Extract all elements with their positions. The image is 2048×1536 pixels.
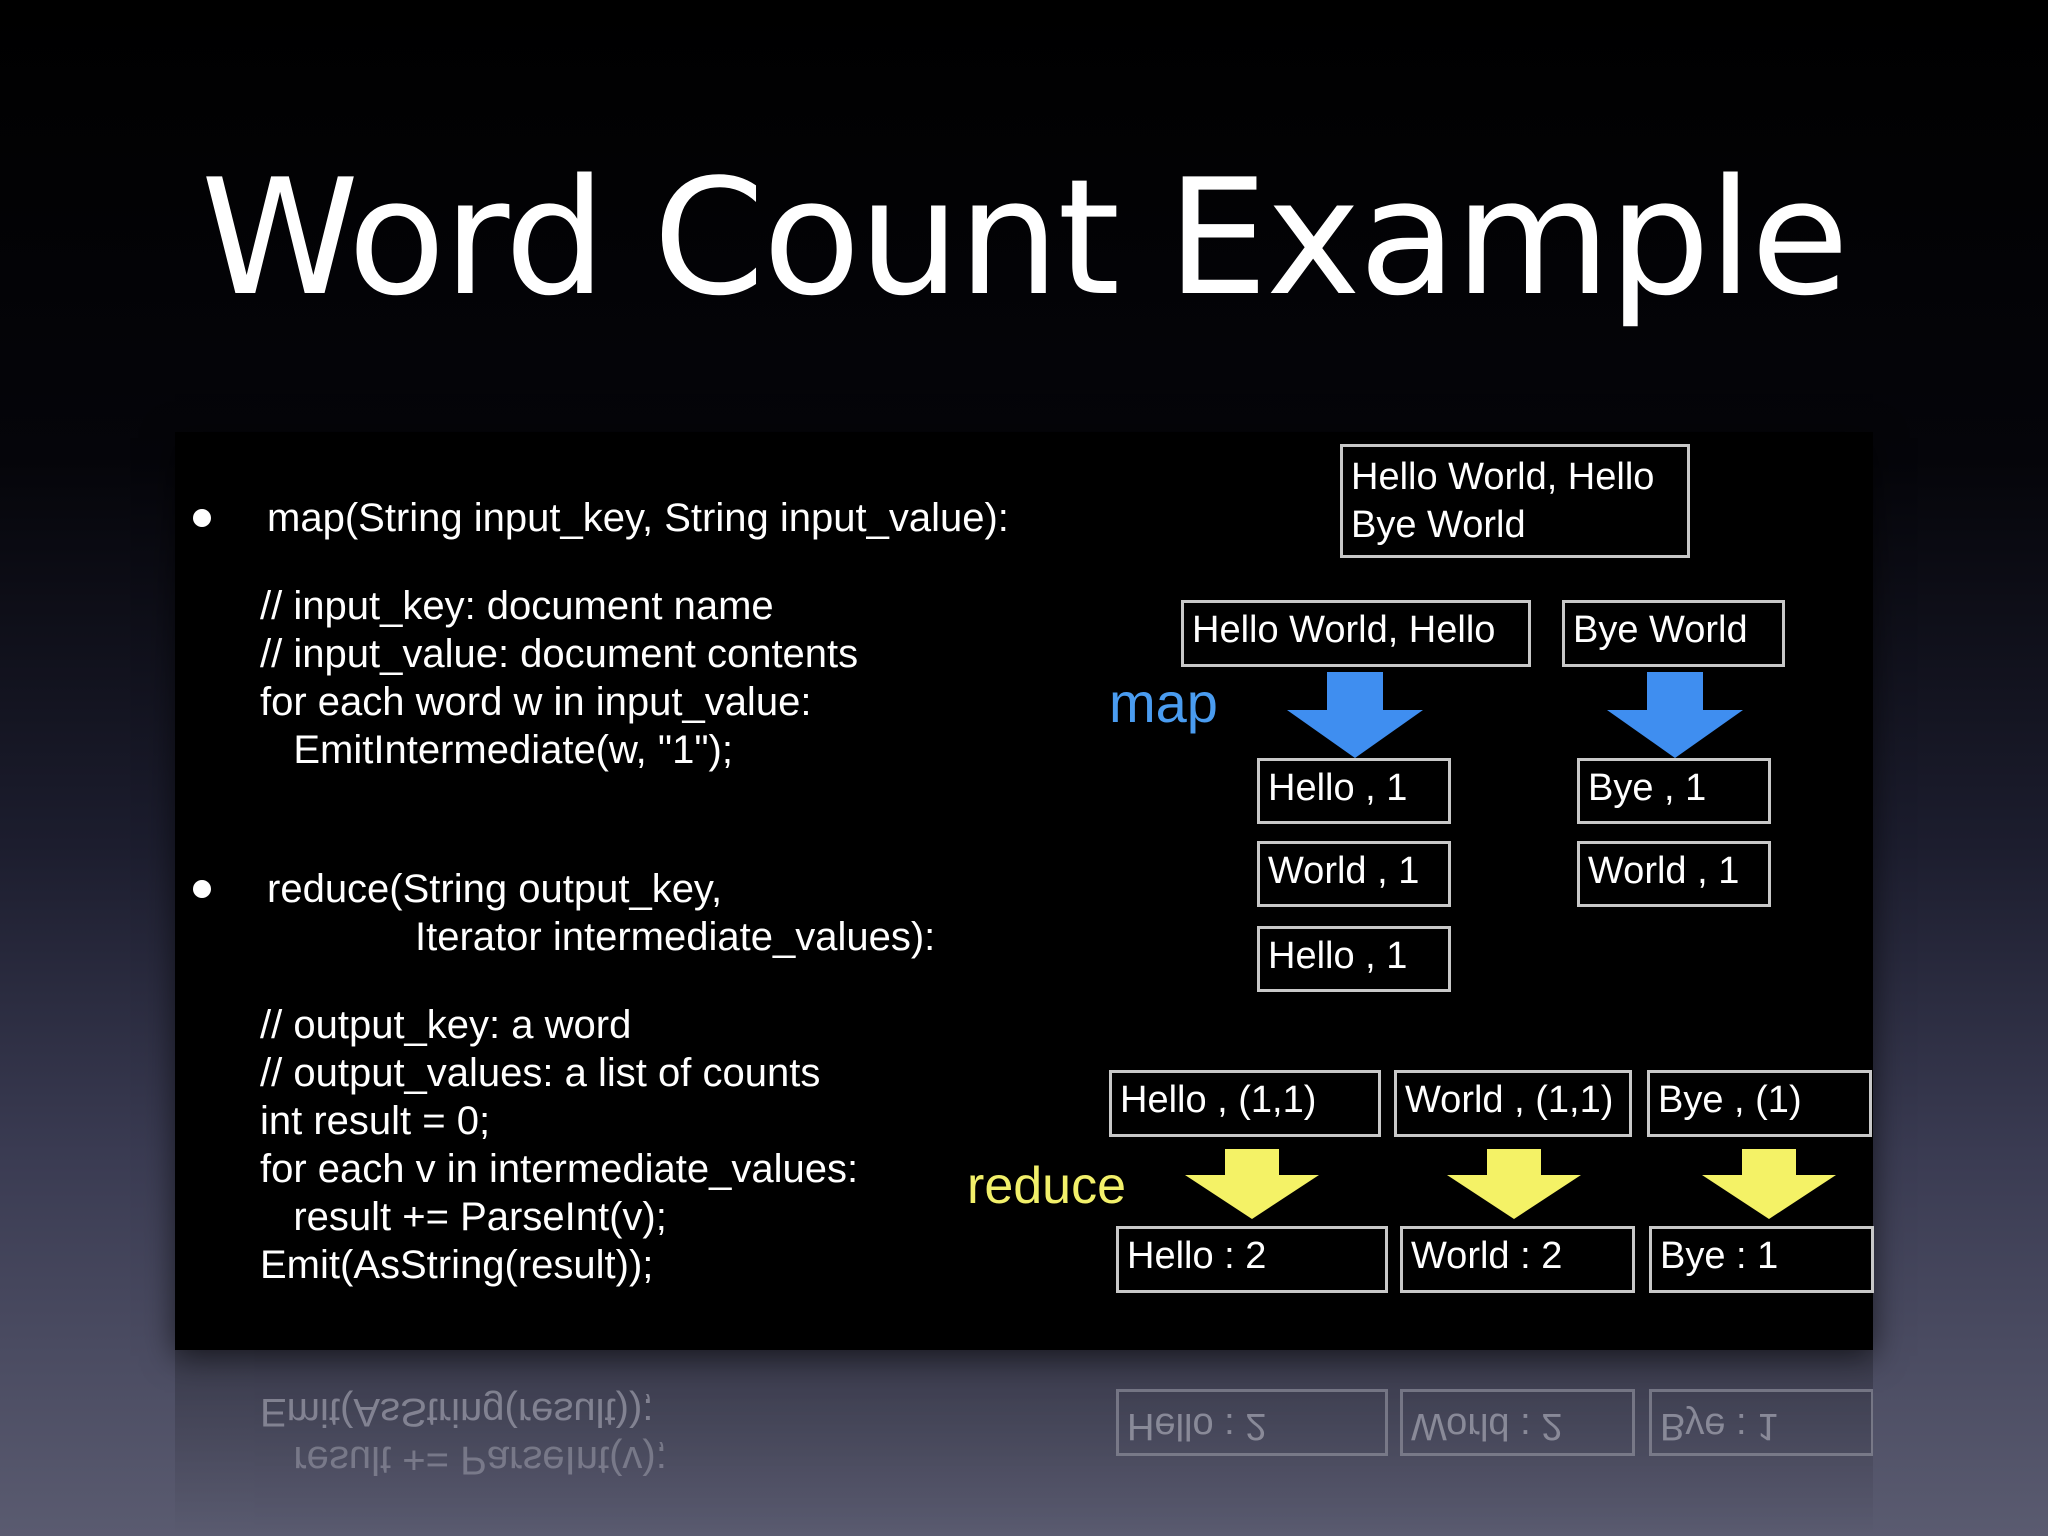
- map-body-line-4: EmitIntermediate(w, "1");: [260, 728, 733, 772]
- panel-reflection: Emit(AsString(result)); result += ParseI…: [175, 1350, 1873, 1536]
- map-signature: map(String input_key, String input_value…: [267, 496, 1009, 540]
- map-arrow-right-shape: [1607, 672, 1743, 758]
- map-body-line-1: // input_key: document name: [260, 584, 774, 628]
- map-label: map: [1109, 671, 1218, 734]
- reduce-body-line-3: int result = 0;: [260, 1099, 491, 1143]
- map-output-left-3: Hello , 1: [1257, 926, 1451, 992]
- grouped-box-3: Bye , (1): [1647, 1070, 1872, 1137]
- map-arrow-left-shape: [1287, 672, 1423, 758]
- reduce-arrow-2-shape: [1447, 1149, 1581, 1219]
- reduce-body-line-5: result += ParseInt(v);: [260, 1195, 667, 1239]
- map-arrow-right: [1607, 672, 1743, 758]
- reduce-arrow-3: [1702, 1149, 1836, 1219]
- reflection-line-result: result += ParseInt(v);: [260, 1438, 667, 1482]
- reflection-line-emit: Emit(AsString(result));: [260, 1390, 654, 1434]
- map-arrow-left: [1287, 672, 1423, 758]
- grouped-box-2: World , (1,1): [1394, 1070, 1632, 1137]
- slide-title: Word Count Example: [200, 144, 1849, 331]
- reduce-arrow-3-shape: [1702, 1149, 1836, 1219]
- reflection-result-1: Hello : 2: [1116, 1389, 1388, 1456]
- map-output-left-1: Hello , 1: [1257, 758, 1451, 824]
- reduce-body-line-6: Emit(AsString(result));: [260, 1243, 654, 1287]
- grouped-box-1: Hello , (1,1): [1109, 1070, 1381, 1137]
- split-box-2: Bye World: [1562, 600, 1785, 667]
- map-body-line-2: // input_value: document contents: [260, 632, 859, 676]
- result-box-2: World : 2: [1400, 1226, 1635, 1293]
- reduce-signature-2: Iterator intermediate_values):: [415, 915, 936, 959]
- input-document-line-2: Bye World: [1351, 504, 1526, 546]
- reduce-body-line-2: // output_values: a list of counts: [260, 1051, 821, 1095]
- content-panel: map(String input_key, String input_value…: [175, 432, 1874, 1350]
- reflection-result-3: Bye : 1: [1649, 1389, 1873, 1456]
- map-output-left-2: World , 1: [1257, 841, 1451, 907]
- panel-reflection-mirror: Emit(AsString(result)); result += ParseI…: [175, 1350, 1873, 1536]
- bullet-reduce: [193, 880, 211, 898]
- reduce-label: reduce: [967, 1157, 1126, 1215]
- reduce-arrow-1: [1185, 1149, 1319, 1219]
- bullet-map: [193, 509, 211, 527]
- input-document-box: Hello World, Hello Bye World: [1340, 444, 1690, 558]
- reduce-body-line-4: for each v in intermediate_values:: [260, 1147, 859, 1191]
- input-document-line-1: Hello World, Hello: [1351, 456, 1655, 498]
- reduce-signature-1: reduce(String output_key,: [267, 867, 723, 911]
- reduce-body-line-1: // output_key: a word: [260, 1003, 632, 1047]
- reflection-result-2: World : 2: [1400, 1389, 1635, 1456]
- map-output-right-2: World , 1: [1577, 841, 1771, 907]
- reduce-arrow-1-shape: [1185, 1149, 1319, 1219]
- reduce-arrow-2: [1447, 1149, 1581, 1219]
- map-body-line-3: for each word w in input_value:: [260, 680, 812, 724]
- result-box-1: Hello : 2: [1116, 1226, 1388, 1293]
- map-output-right-1: Bye , 1: [1577, 758, 1771, 824]
- split-box-1: Hello World, Hello: [1181, 600, 1531, 667]
- result-box-3: Bye : 1: [1649, 1226, 1874, 1293]
